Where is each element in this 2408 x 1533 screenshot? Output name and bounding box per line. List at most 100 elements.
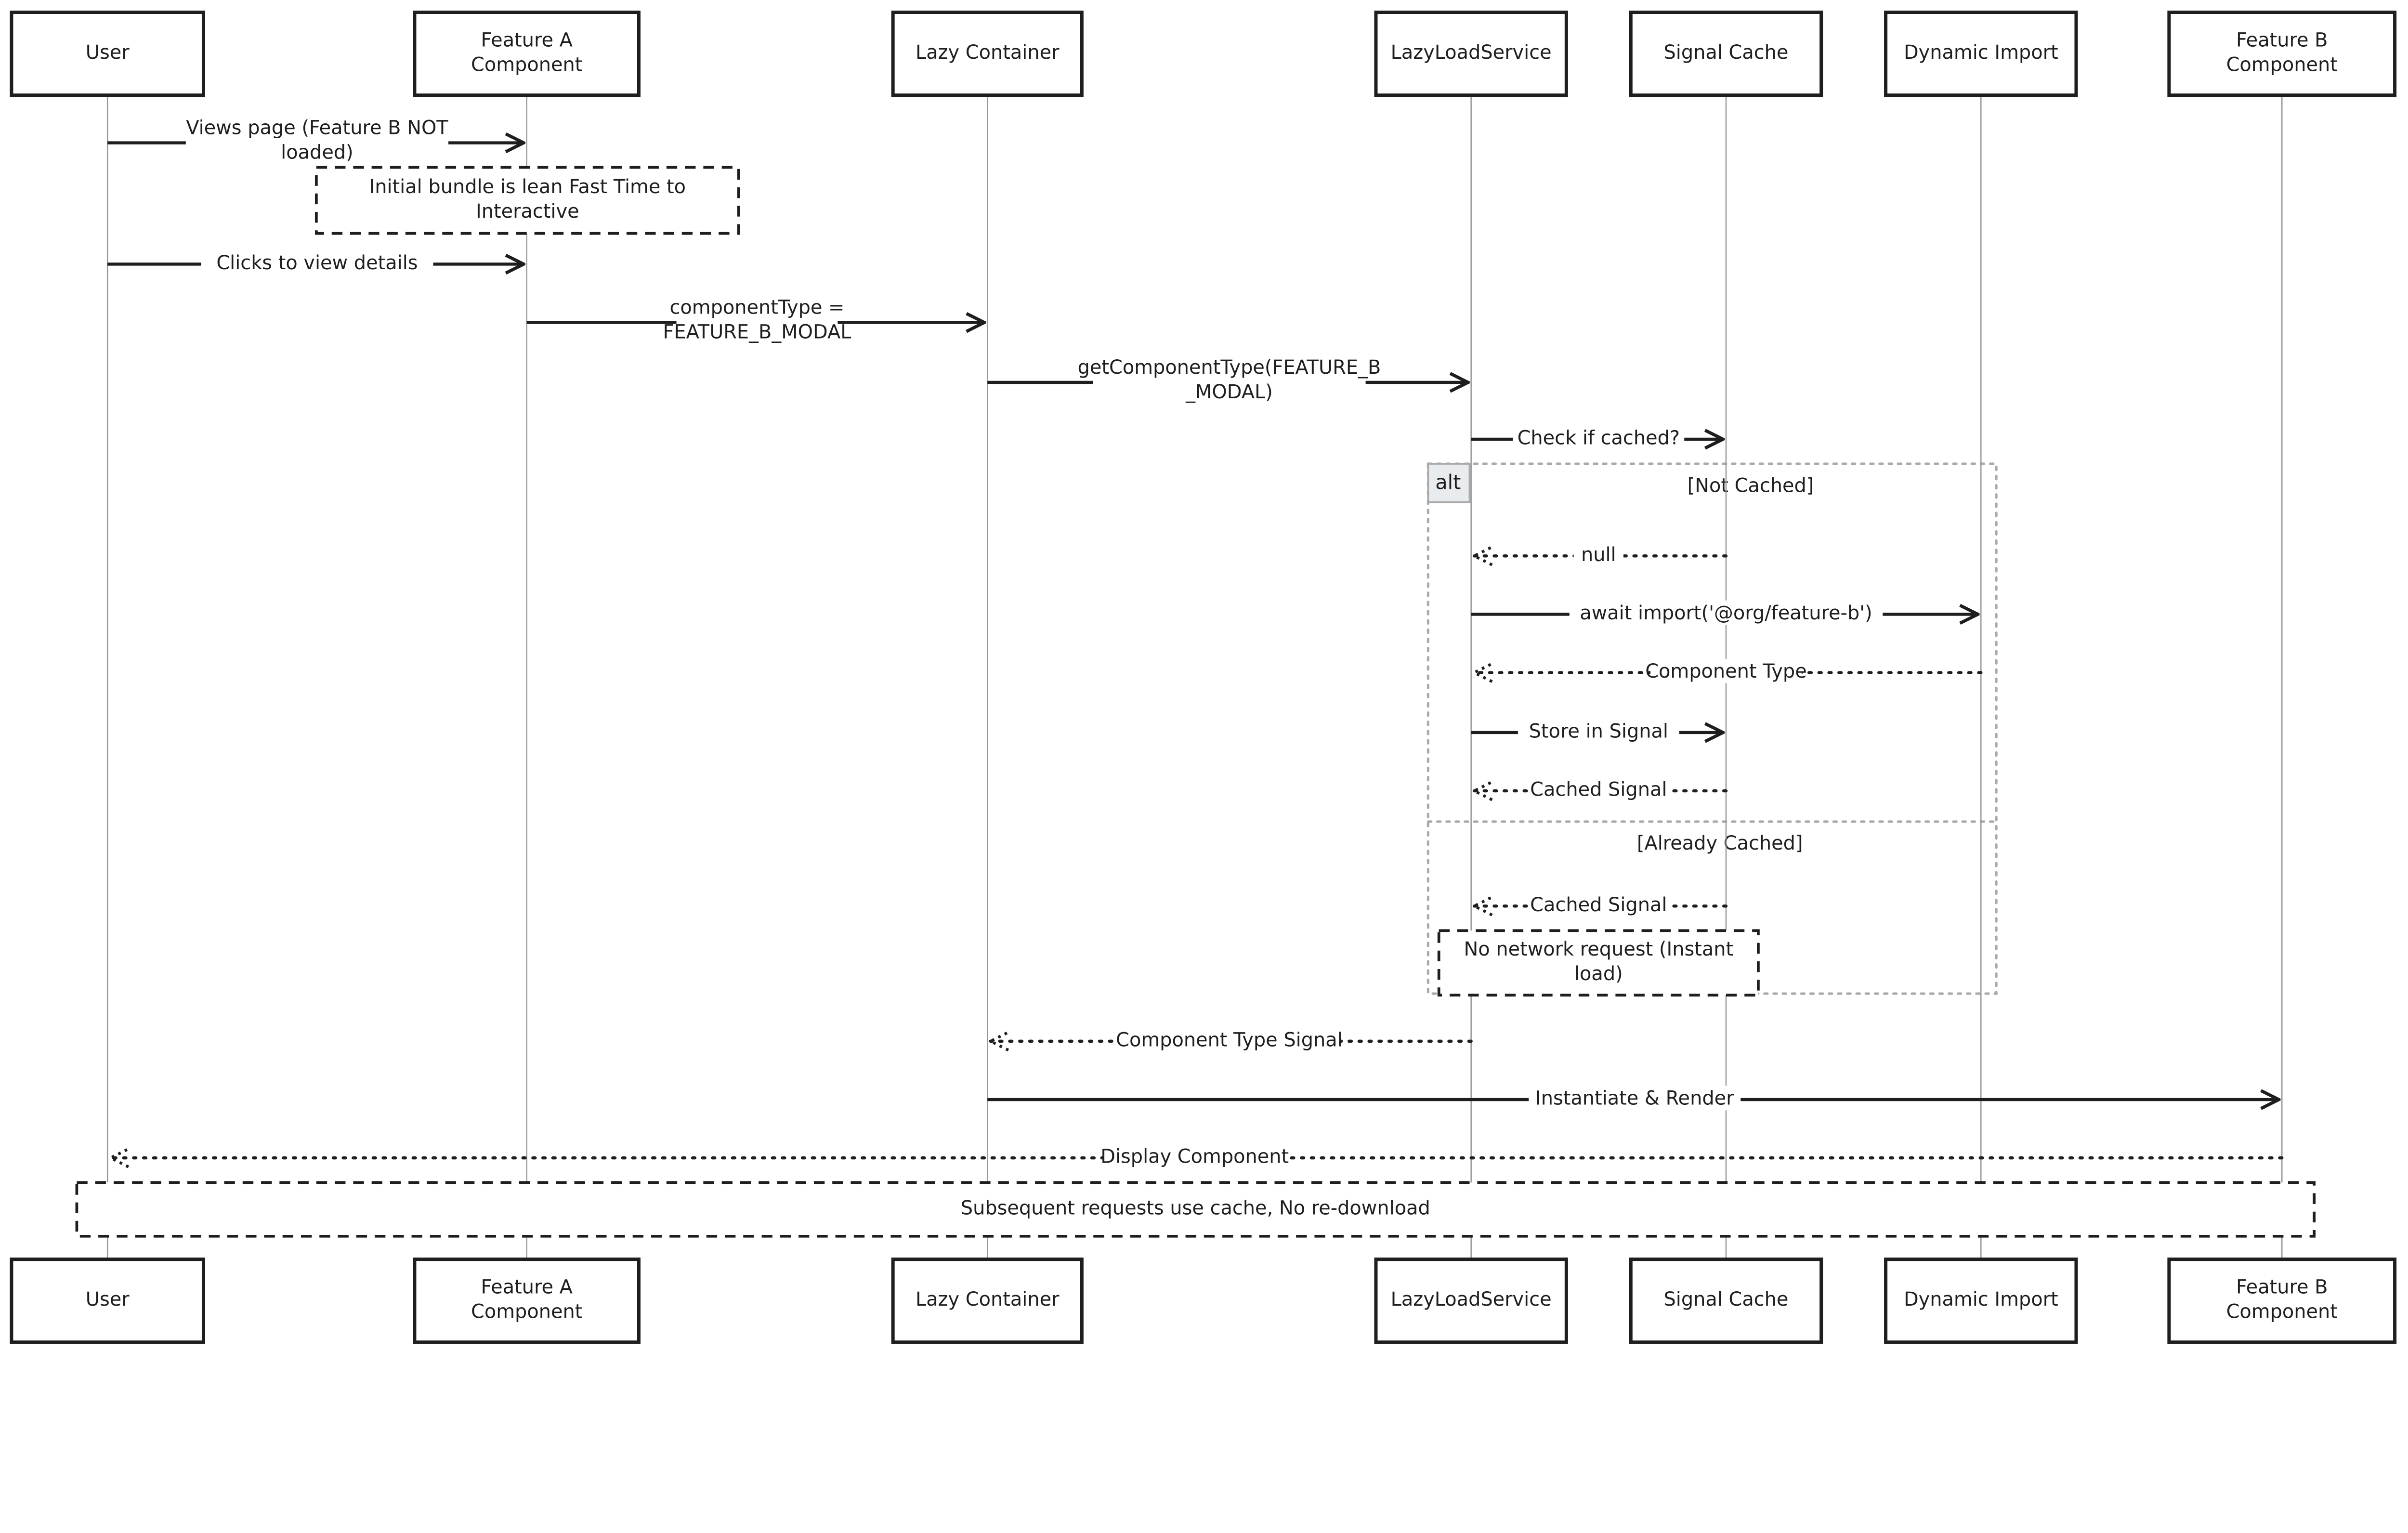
participant-feature-b-bottom: Feature B Component xyxy=(2167,1258,2397,1344)
label-background xyxy=(1104,1144,1286,1169)
message-8: Component Type xyxy=(1474,658,1983,683)
participant-box xyxy=(1629,1258,1823,1344)
message-label: Cached Signal xyxy=(1530,894,1667,916)
participant-signal-cache-top: Signal Cache xyxy=(1629,11,1823,97)
message-label: componentType = xyxy=(669,296,844,318)
participant-label: Feature A xyxy=(481,29,572,52)
alt-label: alt xyxy=(1435,471,1461,494)
label-background xyxy=(1650,658,1802,683)
participant-box xyxy=(10,11,205,97)
participant-box xyxy=(1629,11,1823,97)
label-background xyxy=(1118,1027,1340,1052)
message-2: Clicks to view details xyxy=(107,250,523,275)
participant-dynamic-import-bottom: Dynamic Import xyxy=(1884,1258,2078,1344)
participant-box xyxy=(2167,1258,2397,1344)
participant-box xyxy=(891,11,1084,97)
participant-box xyxy=(413,11,641,97)
participant-user-bottom: User xyxy=(10,1258,205,1344)
note-2: No network request (Instant load) xyxy=(1437,929,1760,997)
message-label: Cached Signal xyxy=(1530,779,1667,801)
participant-feature-a-bottom: Feature A Component xyxy=(413,1258,641,1344)
alt-condition-not-cached: [Not Cached] xyxy=(1688,474,1814,497)
label-background xyxy=(1513,425,1685,450)
message-label: Instantiate & Render xyxy=(1535,1088,1734,1110)
note-box xyxy=(1437,929,1760,997)
message-label: loaded) xyxy=(281,141,353,163)
participant-label: Lazy Container xyxy=(916,1288,1060,1310)
note-3: Subsequent requests use cache, No re-dow… xyxy=(75,1181,2316,1238)
participant-label: Component xyxy=(2226,1301,2338,1323)
lifelines xyxy=(106,95,2283,1259)
participant-box xyxy=(1374,1258,1568,1344)
message-label: getComponentType(FEATURE_B xyxy=(1078,356,1381,379)
message-6: null xyxy=(1474,542,1728,567)
label-background xyxy=(1518,719,1679,744)
message-label: _MODAL) xyxy=(1185,381,1273,403)
participant-label: Dynamic Import xyxy=(1904,41,2058,64)
participant-label: LazyLoadService xyxy=(1391,1288,1552,1310)
participant-box xyxy=(10,1258,205,1344)
participant-label: Component xyxy=(471,1301,582,1323)
label-background xyxy=(1528,777,1669,802)
message-label: Check if cached? xyxy=(1518,427,1680,449)
label-background xyxy=(676,295,838,344)
alt-condition-already-cached: [Already Cached] xyxy=(1637,832,1803,854)
notes: Initial bundle is lean Fast Time toInter… xyxy=(75,166,2316,1238)
participant-label: Feature A xyxy=(481,1276,572,1298)
alt-frame xyxy=(1426,462,1998,995)
label-background xyxy=(1093,354,1366,404)
participant-label: User xyxy=(86,1288,130,1310)
message-label: await import('@org/feature-b') xyxy=(1580,602,1872,624)
note-text: No network request (Instant xyxy=(1464,938,1733,960)
participant-lazy-load-service-bottom: LazyLoadService xyxy=(1374,1258,1568,1344)
note-box xyxy=(75,1181,2316,1238)
label-background xyxy=(185,115,449,165)
message-3: componentType = FEATURE_B_MODAL xyxy=(526,295,984,344)
participant-label: LazyLoadService xyxy=(1391,41,1552,64)
message-label: Store in Signal xyxy=(1529,720,1668,742)
participant-signal-cache-bottom: Signal Cache xyxy=(1629,1258,1823,1344)
message-7: await import('@org/feature-b') xyxy=(1471,600,1978,625)
message-label: Views page (Feature B NOT xyxy=(186,117,448,139)
participant-label: Feature B xyxy=(2236,1276,2328,1298)
participant-user-top: User xyxy=(10,11,205,97)
participant-box xyxy=(891,1258,1084,1344)
participant-box xyxy=(1374,11,1568,97)
note-text: Initial bundle is lean Fast Time to xyxy=(369,176,686,198)
participant-label: Component xyxy=(471,54,582,76)
message-10: Cached Signal xyxy=(1474,777,1728,802)
note-text: Subsequent requests use cache, No re-dow… xyxy=(961,1197,1430,1219)
participant-box xyxy=(413,1258,641,1344)
message-14: Display Component xyxy=(111,1144,2284,1169)
note-box xyxy=(314,166,740,235)
note-text: load) xyxy=(1574,963,1623,985)
note-text: Interactive xyxy=(476,200,579,223)
participant-lazy-container-top: Lazy Container xyxy=(891,11,1084,97)
participant-label: Signal Cache xyxy=(1663,1288,1788,1310)
message-label: Clicks to view details xyxy=(216,252,418,274)
participant-lazy-container-bottom: Lazy Container xyxy=(891,1258,1084,1344)
alt-label-box xyxy=(1427,463,1471,503)
alt-fragment: alt [Not Cached] [Already Cached] xyxy=(1426,462,1998,995)
note-1: Initial bundle is lean Fast Time toInter… xyxy=(314,166,740,235)
participant-label: User xyxy=(86,41,130,64)
sequence-diagram: alt [Not Cached] [Already Cached] Initial … xyxy=(10,11,2397,1344)
participant-label: Component xyxy=(2226,54,2338,76)
label-background xyxy=(1529,1086,1741,1111)
message-11: Cached Signal xyxy=(1474,892,1728,917)
message-label: FEATURE_B_MODAL xyxy=(663,321,851,343)
participant-lazy-load-service-top: LazyLoadService xyxy=(1374,11,1568,97)
message-label: Display Component xyxy=(1100,1146,1289,1168)
message-13: Instantiate & Render xyxy=(987,1086,2279,1111)
message-5: Check if cached? xyxy=(1471,425,1723,450)
message-12: Component Type Signal xyxy=(991,1027,1473,1052)
label-background xyxy=(1569,600,1883,625)
message-label: Component Type Signal xyxy=(1116,1029,1343,1051)
participant-box xyxy=(2167,11,2397,97)
participant-label: Lazy Container xyxy=(916,41,1060,64)
message-4: getComponentType(FEATURE_B_MODAL) xyxy=(987,354,1468,404)
